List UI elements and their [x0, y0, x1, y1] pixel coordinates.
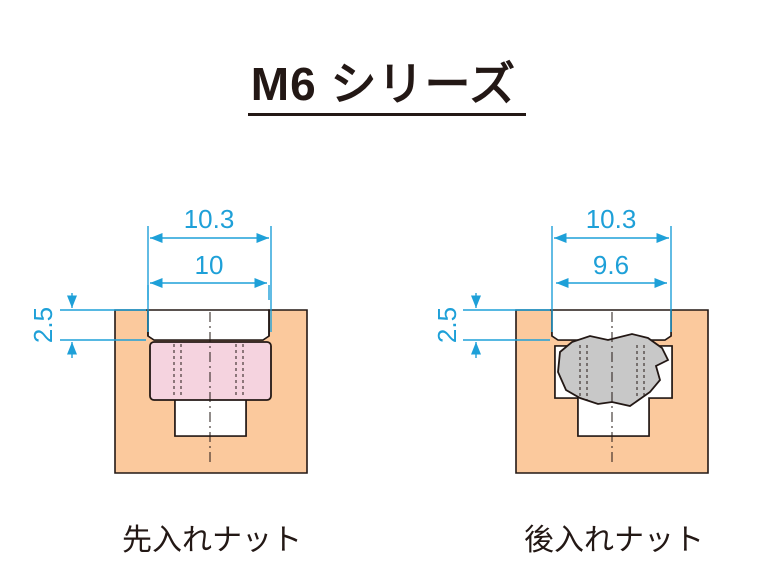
- dim-outer-label-right: 10.3: [586, 204, 637, 234]
- rear-insert-nut: [557, 333, 670, 407]
- dimension-lines-right: [463, 226, 672, 341]
- dim-inner-label-left: 10: [195, 250, 224, 280]
- thread-lines-left: [173, 344, 244, 398]
- caption-rear-insert-nut: 後入れナット: [524, 524, 704, 557]
- front-insert-diagram: 10.3 10 2.5: [28, 204, 308, 474]
- page-title: M6 シリーズ: [250, 58, 517, 110]
- front-insert-nut: [149, 341, 272, 401]
- dim-depth-label-left: 2.5: [28, 307, 58, 343]
- dimension-lines-left: [60, 226, 272, 341]
- rear-insert-diagram: 10.3 9.6 2.5: [432, 204, 709, 474]
- dim-inner-label-right: 9.6: [593, 250, 629, 280]
- dim-depth-label-right: 2.5: [432, 307, 462, 343]
- dim-outer-label-left: 10.3: [184, 204, 235, 234]
- thread-lines-right: [579, 345, 645, 400]
- title-underline: [248, 113, 526, 116]
- caption-front-insert-nut: 先入れナット: [122, 524, 302, 557]
